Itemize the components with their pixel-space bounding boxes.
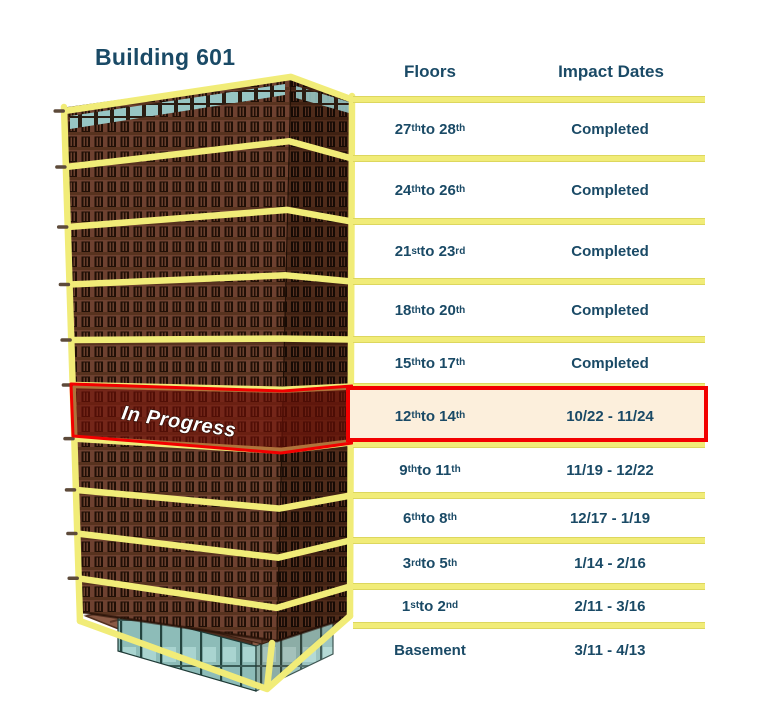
impact-date-cell: Completed [571, 243, 649, 260]
floor-band-ticks [53, 109, 79, 581]
table-row: Basement 3/11 - 4/13 [353, 629, 705, 672]
impact-date-cell: 10/22 - 11/24 [566, 407, 654, 425]
floor-band [74, 575, 354, 612]
column-header-floors: Floors [404, 62, 456, 81]
impact-date-cell: 11/19 - 12/22 [566, 461, 654, 479]
row-separator-bar [353, 155, 705, 162]
impact-date-cell: 3/11 - 4/13 [574, 642, 646, 659]
impact-date-cell: Completed [571, 302, 649, 319]
row-separator-bar [353, 336, 705, 343]
row-separator-bar [353, 218, 705, 225]
floor-band [64, 206, 355, 231]
impact-date-cell: Completed [571, 181, 649, 199]
row-separator-bar [353, 537, 705, 544]
building-edge-line [60, 103, 84, 625]
row-separator-bar [353, 96, 705, 103]
in-progress-highlight-band: In Progress [69, 382, 354, 455]
top-floor-windows-right [296, 86, 349, 113]
top-floor-windows-left [70, 84, 285, 129]
floor-band [73, 530, 354, 561]
row-separator-bar [353, 583, 705, 590]
floor-band [62, 137, 356, 171]
floor-band [67, 335, 355, 344]
column-header-impact-dates: Impact Dates [558, 62, 664, 81]
row-separator-bar [353, 622, 705, 629]
building-edge-line [263, 639, 276, 692]
building-title: Building 601 [95, 44, 236, 70]
in-progress-row-highlight [346, 386, 708, 442]
floor-band [66, 272, 355, 288]
floor-band [72, 486, 354, 512]
impact-date-cell: 1/14 - 2/16 [574, 555, 646, 572]
impact-date-cell: 2/11 - 3/16 [574, 597, 646, 615]
row-separator-bar [353, 492, 705, 499]
building-edge-line [346, 92, 356, 620]
impact-date-cell: Completed [571, 120, 649, 138]
impact-date-cell: Completed [571, 354, 649, 372]
row-separator-bar [353, 441, 705, 448]
floor-band [60, 73, 356, 115]
floors-cell: Basement [394, 642, 466, 659]
impact-date-cell: 12/17 - 1/19 [569, 509, 651, 527]
row-separator-bar [353, 278, 705, 285]
